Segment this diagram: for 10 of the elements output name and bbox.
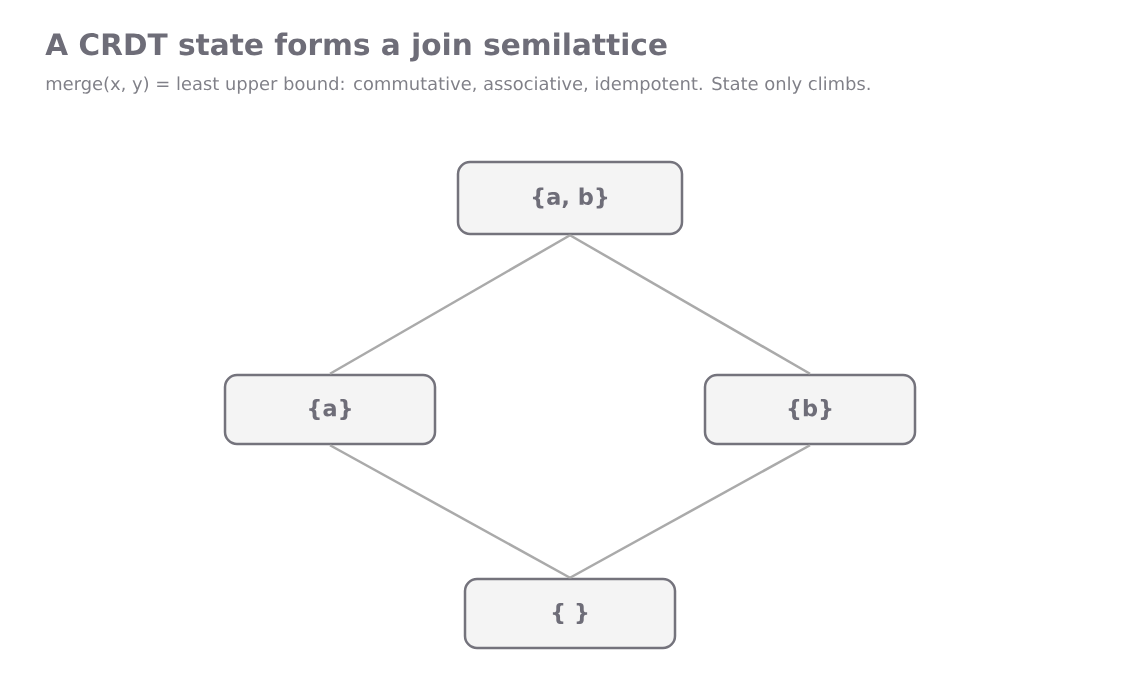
set-box: {a, b} <box>456 160 684 236</box>
set-box: { } <box>463 577 677 650</box>
connector-line <box>569 444 811 579</box>
subtitle: merge(x, y) = least upper bound: commutative, associative, idempotent. State only climbs. <box>46 76 870 94</box>
connector-line <box>569 234 811 375</box>
connector-line <box>329 444 571 579</box>
set-box: {a} <box>223 373 437 446</box>
set-box: {b} <box>703 373 917 446</box>
title: A CRDT state forms a join semilattice <box>45 32 667 62</box>
connector-line <box>329 234 571 375</box>
